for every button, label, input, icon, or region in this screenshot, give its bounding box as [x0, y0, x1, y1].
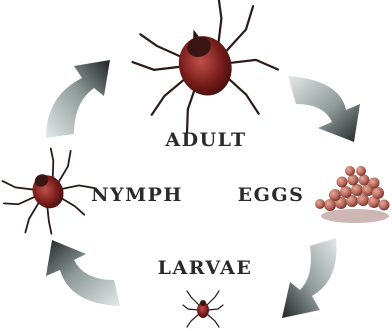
- larva-tick-icon: [183, 291, 223, 327]
- stage-label-nymph: NYMPH: [91, 184, 183, 206]
- cycle-arrow-icon: [46, 240, 120, 306]
- cycle-arrow-icon: [282, 238, 337, 318]
- nymph-tick-icon: [0, 140, 103, 247]
- stage-label-adult: ADULT: [164, 129, 246, 151]
- stage-label-larvae: LARVAE: [158, 257, 253, 279]
- egg-cluster-icon: [315, 166, 390, 223]
- cycle-arrow-icon: [288, 76, 360, 142]
- cycle-arrow-icon: [46, 60, 110, 138]
- stage-label-eggs: EGGS: [238, 184, 305, 206]
- adult-tick-icon: [121, 0, 289, 146]
